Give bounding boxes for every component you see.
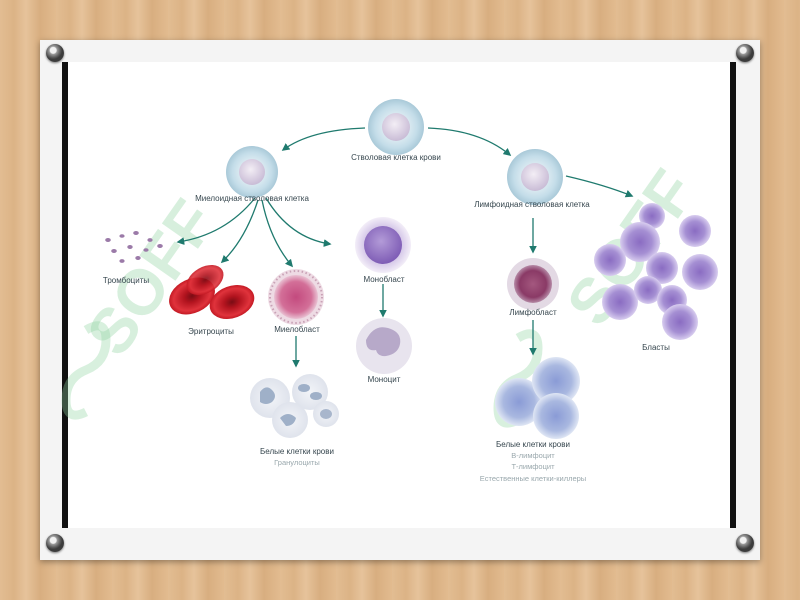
- pin-icon-bottom-left: [46, 534, 64, 552]
- label-wbc-left: Белые клетки крови: [260, 447, 334, 456]
- arrow-myeloid-to-erythrocytes: [220, 199, 259, 264]
- pin-icon-top-left: [46, 44, 64, 62]
- label-erythrocytes: Эритроциты: [188, 327, 234, 336]
- label-lymphoid: Лимфоидная стволовая клетка: [474, 200, 590, 209]
- label-myeloblast: Миелобласт: [274, 325, 320, 334]
- lymphoblast-cell: [507, 258, 559, 310]
- stem-cell: [368, 99, 424, 155]
- label-myeloid: Миелоидная стволовая клетка: [195, 194, 309, 203]
- label-wbc-right-sub1: В-лимфоцит: [511, 451, 555, 460]
- arrow-lymphoid-to-blasts: [565, 175, 634, 198]
- lymphoid-stem-cell: [507, 149, 563, 205]
- ss-logo-icon: [61, 321, 543, 428]
- label-wbc-right-sub3: Естественные клетки-киллеры: [480, 474, 586, 483]
- label-lymphoblast: Лимфобласт: [509, 308, 557, 317]
- pin-icon-top-right: [736, 44, 754, 62]
- label-wbc-right-sub2: Т-лимфоцит: [511, 462, 555, 471]
- label-stem-cell: Стволовая клетка крови: [351, 153, 441, 162]
- blast-cells: [594, 203, 718, 340]
- label-wbc-left-sub: Гранулоциты: [274, 458, 320, 467]
- erythrocytes: [169, 264, 255, 319]
- arrow-stem-to-myeloid: [281, 127, 366, 151]
- label-wbc-right: Белые клетки крови: [496, 440, 570, 449]
- platelets: [105, 231, 163, 263]
- granulocyte-cells: [250, 374, 339, 438]
- arrow-myeloid-to-platelets: [176, 197, 256, 245]
- monocyte-cell: [356, 318, 412, 374]
- label-blasts: Бласты: [642, 343, 670, 352]
- label-monoblast: Монобласт: [363, 275, 404, 284]
- arrows: [176, 127, 634, 368]
- myeloid-stem-cell: [226, 146, 278, 198]
- arrow-myeloid-to-myeloblast: [261, 199, 294, 268]
- lymphocyte-cells: [495, 357, 580, 439]
- arrow-myeloid-to-monoblast: [265, 197, 332, 247]
- pin-icon-bottom-right: [736, 534, 754, 552]
- label-monocyte: Моноцит: [368, 375, 401, 384]
- arrow-stem-to-lymphoid: [427, 127, 512, 156]
- myeloblast-cell: [268, 269, 324, 325]
- monoblast-cell: [355, 217, 411, 273]
- label-platelets: Тромбоциты: [103, 276, 149, 285]
